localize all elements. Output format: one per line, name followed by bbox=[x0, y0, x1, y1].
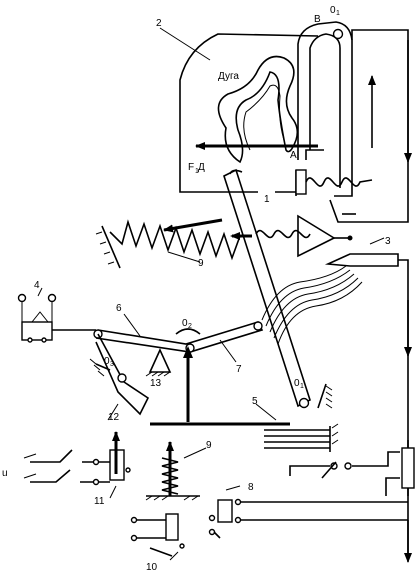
latch-12 bbox=[89, 333, 150, 421]
return-spring bbox=[95, 218, 241, 269]
leader-4 bbox=[37, 287, 43, 297]
leader-3 bbox=[369, 237, 385, 245]
blowout-coil bbox=[295, 169, 398, 223]
electric-arc bbox=[217, 55, 299, 164]
moving-contact-lever bbox=[223, 168, 333, 409]
leader-10 bbox=[169, 551, 179, 561]
part-8: 8 bbox=[248, 482, 254, 493]
leader-11 bbox=[109, 485, 117, 499]
aux-contacts bbox=[289, 440, 415, 496]
part-9b: 9 bbox=[206, 440, 212, 451]
drive-4 bbox=[17, 287, 96, 343]
relay-11 bbox=[23, 431, 131, 499]
leader-7 bbox=[219, 339, 237, 363]
trip-linkage bbox=[93, 313, 264, 363]
right-wire bbox=[398, 259, 409, 560]
part-1: 1 bbox=[264, 194, 270, 205]
pivot-o1-low bbox=[298, 397, 310, 409]
pivot-o1-top-label: 0 bbox=[330, 5, 336, 16]
relay-8 bbox=[208, 485, 408, 539]
opening-spring bbox=[230, 214, 353, 258]
support-13 bbox=[145, 348, 172, 377]
point-b-label: В bbox=[314, 14, 321, 25]
part-12: 12 bbox=[108, 412, 120, 423]
arc-chute bbox=[159, 27, 319, 193]
right-bus bbox=[351, 29, 409, 223]
part-9a: 9 bbox=[198, 258, 204, 269]
pivot-o1-low-label: 0 bbox=[294, 378, 300, 389]
pivot-o1-low-sub: 1 bbox=[300, 383, 304, 390]
arc-label: Дуга bbox=[218, 71, 239, 82]
relay-9 bbox=[145, 441, 207, 501]
spring-cone bbox=[297, 214, 336, 258]
leader-9b bbox=[183, 447, 207, 459]
flexible-leads bbox=[261, 237, 399, 345]
force-sub: 1 bbox=[195, 168, 199, 175]
pivot-o2-label: 0 bbox=[182, 318, 188, 329]
part-3: 3 bbox=[385, 236, 391, 247]
leader-2 bbox=[159, 27, 211, 61]
leader-12 bbox=[107, 403, 119, 421]
pivot-o1-top bbox=[332, 28, 344, 40]
force-suffix: Д bbox=[198, 162, 205, 173]
pivot-o3-label: 0 bbox=[104, 356, 110, 367]
voltage-label: u bbox=[2, 468, 8, 479]
pivot-o1-top-sub: 1 bbox=[336, 10, 340, 17]
lever-stop bbox=[317, 383, 327, 409]
pivot-o3 bbox=[117, 373, 127, 383]
pivot-o2-sub: 2 bbox=[188, 323, 192, 330]
resistor bbox=[401, 447, 415, 489]
leader-5 bbox=[255, 403, 277, 421]
leader-6 bbox=[123, 313, 141, 337]
part-10: 10 bbox=[146, 562, 158, 573]
force-label: F bbox=[188, 162, 194, 173]
arc-core bbox=[243, 84, 285, 151]
part-11: 11 bbox=[94, 496, 105, 507]
relay-10 bbox=[130, 513, 185, 561]
armature-5 bbox=[150, 403, 339, 452]
part-5: 5 bbox=[252, 396, 258, 407]
part-13: 13 bbox=[150, 378, 162, 389]
part-4: 4 bbox=[34, 280, 40, 291]
point-a-label: А bbox=[290, 150, 297, 161]
part-7: 7 bbox=[236, 364, 242, 375]
pivot-o3-sub: 3 bbox=[110, 361, 114, 368]
part-6: 6 bbox=[116, 303, 122, 314]
part-2: 2 bbox=[156, 18, 162, 29]
